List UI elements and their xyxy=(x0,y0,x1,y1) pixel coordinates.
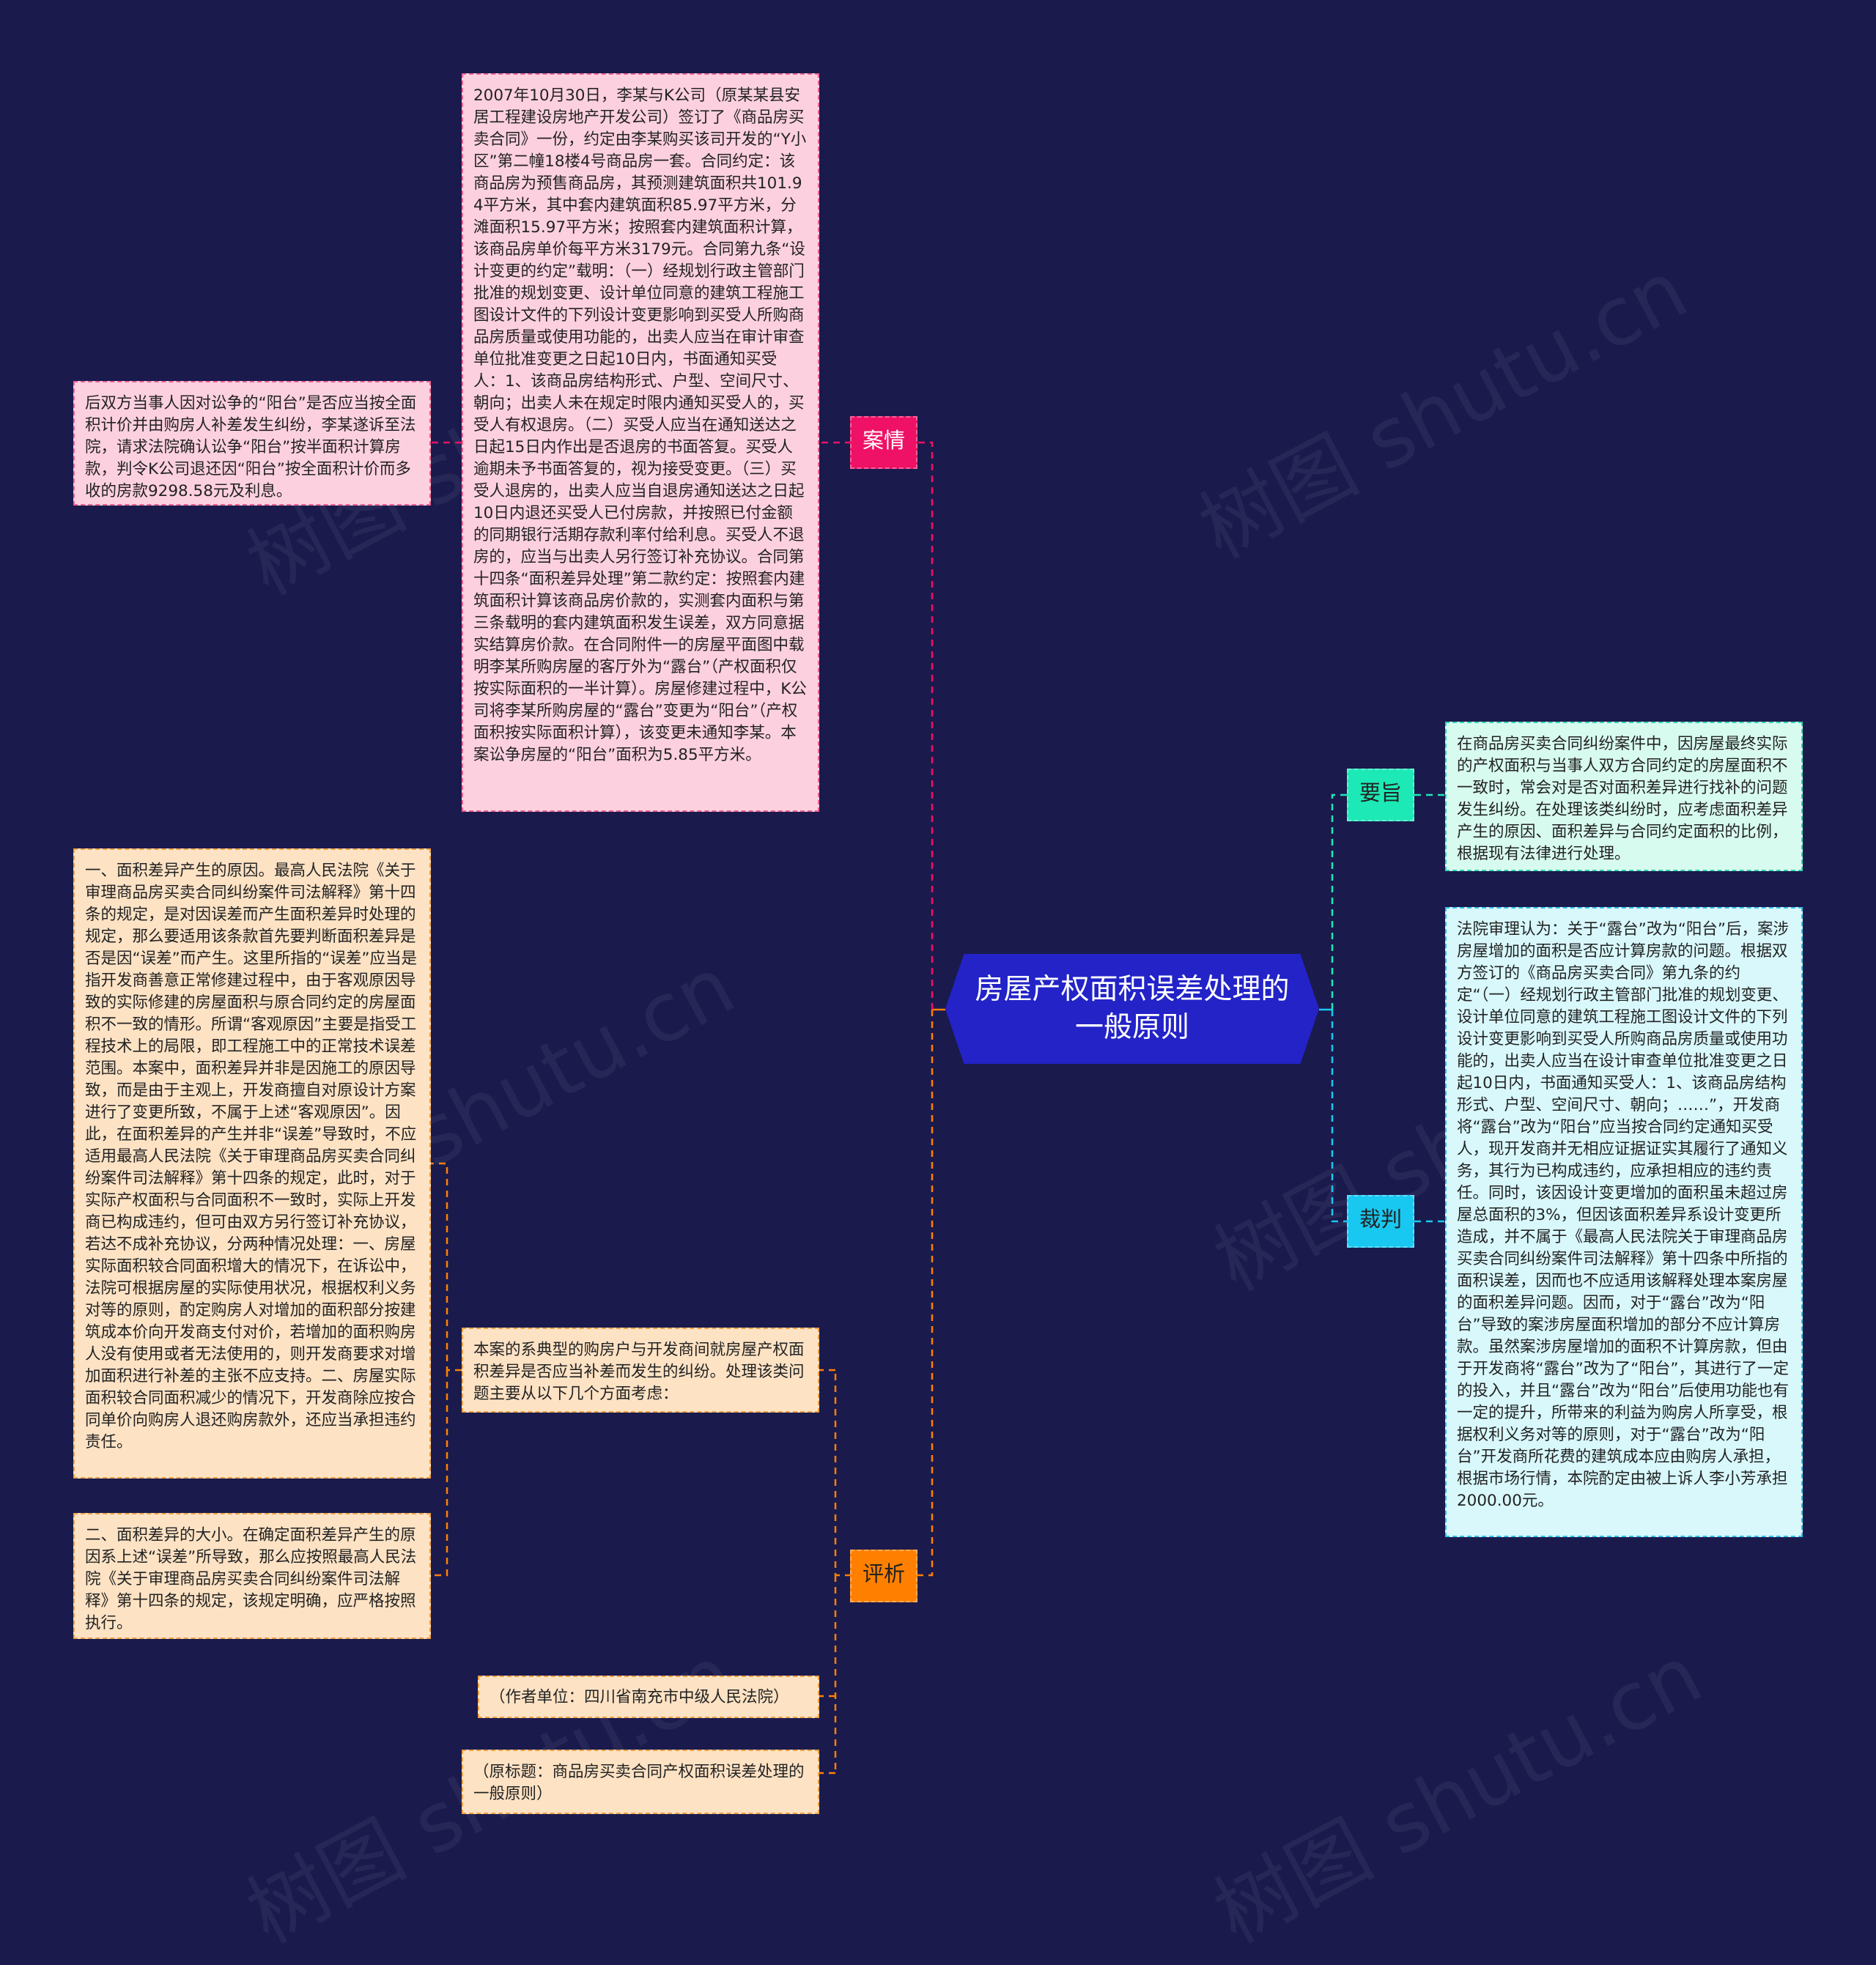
root-title: 房屋产权面积误差处理的一般原则 xyxy=(975,973,1290,1044)
watermark: 树图 shutu.cn xyxy=(1200,1627,1716,1961)
eval-author-text: （作者单位：四川省南充市中级人民法院） xyxy=(490,1688,789,1706)
branch-judge-label: 裁判 xyxy=(1359,1207,1402,1232)
gist-text: 在商品房买卖合同纠纷案件中，因房屋最终实际的产权面积与当事人双方合同约定的房屋面… xyxy=(1457,735,1788,863)
case-facts-text: 2007年10月30日，李某与K公司（原某某县安居工程建设房地产开发公司）签订了… xyxy=(473,86,807,764)
case-lawsuit-node[interactable]: 后双方当事人因对讼争的“阳台”是否应当按全面积计价并由购房人补差发生纠纷，李某遂… xyxy=(73,381,431,506)
branch-eval-label: 评析 xyxy=(862,1561,905,1586)
connector-eval xyxy=(916,1010,934,1577)
connector-case xyxy=(916,441,934,1010)
connector-judge xyxy=(1331,1010,1347,1223)
eval-intro-text: 本案的系典型的购房户与开发商间就房屋产权面积差异是否应当补差而发生的纠纷。处理该… xyxy=(473,1341,805,1403)
branch-gist-label: 要旨 xyxy=(1359,780,1402,805)
case-facts-node[interactable]: 2007年10月30日，李某与K公司（原某某县安居工程建设房地产开发公司）签订了… xyxy=(462,73,819,812)
eval-point2-node[interactable]: 二、面积差异的大小。在确定面积差异产生的原因系上述“误差”所导致，那么应按照最高… xyxy=(73,1513,431,1639)
case-lawsuit-text: 后双方当事人因对讼争的“阳台”是否应当按全面积计价并由购房人补差发生纠纷，李某遂… xyxy=(85,394,417,500)
eval-point1-text: 一、面积差异产生的原因。最高人民法院《关于审理商品房买卖合同纠纷案件司法解释》第… xyxy=(85,862,418,1451)
connector-gist xyxy=(1331,793,1347,1010)
branch-eval[interactable]: 评析 xyxy=(850,1550,917,1602)
root-topic[interactable]: 房屋产权面积误差处理的一般原则 xyxy=(945,954,1319,1064)
branch-case-label: 案情 xyxy=(862,428,905,453)
eval-intro-node[interactable]: 本案的系典型的购房户与开发商间就房屋产权面积差异是否应当补差而发生的纠纷。处理该… xyxy=(462,1328,819,1413)
connector-eval-trunk xyxy=(834,1370,852,1773)
eval-origin-text: （原标题：商品房买卖合同产权面积误差处理的一般原则） xyxy=(473,1763,805,1803)
branch-judge[interactable]: 裁判 xyxy=(1347,1195,1414,1248)
eval-author-node[interactable]: （作者单位：四川省南充市中级人民法院） xyxy=(478,1676,819,1718)
mind-map-canvas: 树图 shutu.cn 树图 shutu.cn 树图 shutu.cn 树图 s… xyxy=(73,73,1803,1961)
gist-node[interactable]: 在商品房买卖合同纠纷案件中，因房屋最终实际的产权面积与当事人双方合同约定的房屋面… xyxy=(1445,722,1803,871)
connector-eval-points xyxy=(431,1162,462,1577)
branch-gist[interactable]: 要旨 xyxy=(1347,769,1414,821)
judge-text: 法院审理认为：关于“露台”改为“阳台”后，案涉房屋增加的面积是否应计算房款的问题… xyxy=(1457,920,1790,1510)
branch-case[interactable]: 案情 xyxy=(850,416,917,469)
eval-point2-text: 二、面积差异的大小。在确定面积差异产生的原因系上述“误差”所导致，那么应按照最高… xyxy=(85,1526,417,1632)
watermark: 树图 shutu.cn xyxy=(1185,243,1702,577)
eval-point1-node[interactable]: 一、面积差异产生的原因。最高人民法院《关于审理商品房买卖合同纠纷案件司法解释》第… xyxy=(73,848,431,1479)
eval-origin-node[interactable]: （原标题：商品房买卖合同产权面积误差处理的一般原则） xyxy=(462,1750,819,1814)
judge-node[interactable]: 法院审理认为：关于“露台”改为“阳台”后，案涉房屋增加的面积是否应计算房款的问题… xyxy=(1445,907,1803,1537)
